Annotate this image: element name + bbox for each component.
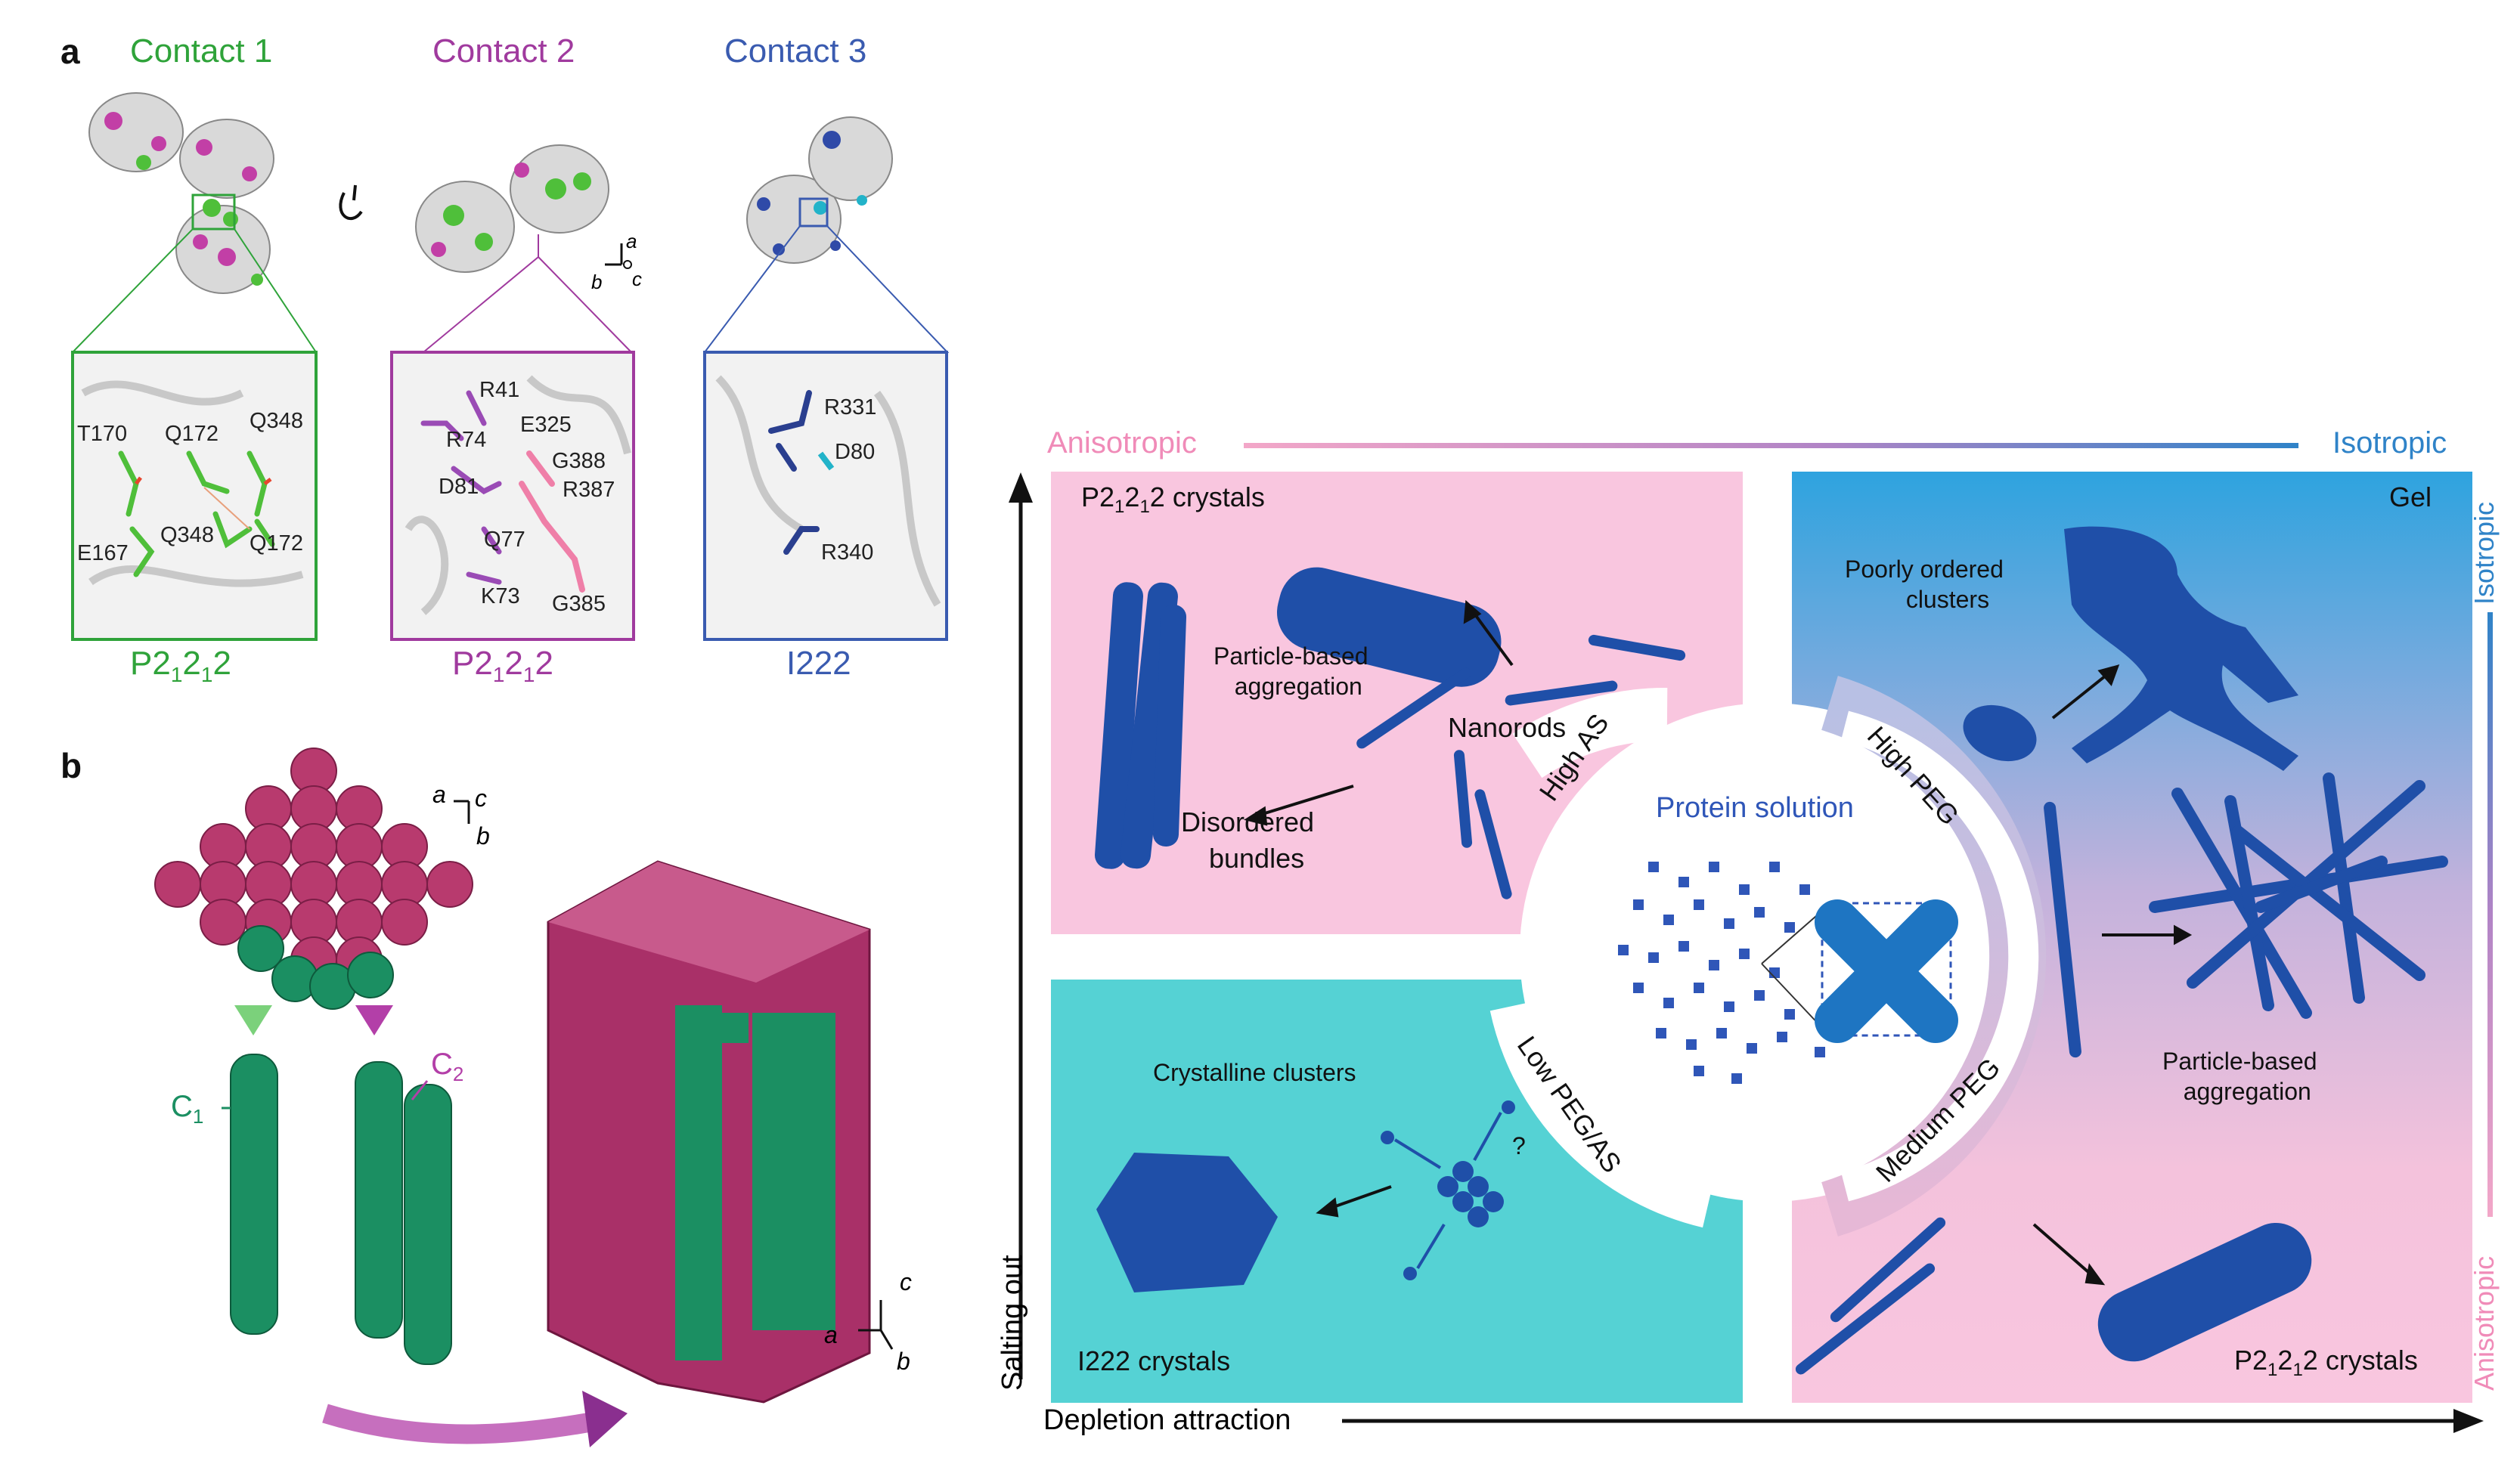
i222-crystals-label: I222 crystals: [1077, 1345, 1231, 1376]
residue-label: R41: [479, 378, 520, 402]
anisotropy-top-bar: [1244, 443, 2298, 448]
contact-2-protein-surface: [415, 144, 609, 273]
axis-label-c: c: [632, 268, 642, 290]
residue-label: R387: [563, 478, 615, 502]
panel-b-label: b: [60, 746, 82, 785]
question-mark: ?: [1512, 1132, 1526, 1159]
residue-label: R340: [821, 540, 874, 565]
residue-label: T170: [77, 422, 128, 446]
contact-3-title: Contact 3: [724, 33, 867, 70]
c1-label: C1: [171, 1090, 204, 1128]
residue-label: D81: [439, 475, 479, 499]
residue-label: Q172: [165, 422, 219, 446]
axis-label-a: a: [824, 1321, 838, 1348]
x-axis-label: Depletion attraction: [1043, 1404, 1291, 1436]
crystalline-clusters-label: Crystalline clusters: [1153, 1059, 1356, 1086]
axis-label-a: a: [626, 230, 637, 252]
space-group-contact-1: P21212: [130, 645, 231, 686]
contact-1-protein-surface: [88, 92, 274, 294]
residue-label: Q348: [250, 409, 303, 433]
residue-label: R331: [824, 395, 877, 419]
rods-high-as: [1095, 567, 1686, 899]
nanorods-label: Nanorods: [1448, 712, 1567, 743]
residue-label: Q172: [250, 531, 303, 556]
residue-label: Q77: [484, 528, 525, 552]
panel-a-label: a: [60, 32, 80, 71]
residue-label: R74: [446, 428, 487, 452]
top-axis-anisotropic: Anisotropic: [1047, 426, 1197, 460]
i222-crystal: [1096, 1153, 1278, 1292]
residue-label: Q348: [160, 523, 214, 547]
rods-peg: [1795, 526, 2448, 1375]
protein-dots: [1618, 862, 1833, 1084]
c2-label: C2: [431, 1048, 464, 1085]
residue-label: G388: [552, 449, 606, 473]
axis-label-b: b: [591, 271, 603, 293]
axis-label-c: c: [475, 785, 487, 812]
protein-solution-label: Protein solution: [1656, 792, 1854, 824]
residue-label: G385: [552, 592, 606, 616]
contact-3-protein-surface: [746, 116, 893, 264]
anisotropy-right-bar: [2487, 612, 2493, 1217]
space-group-contact-2: P21212: [452, 645, 553, 686]
p21212-crystals-right: P21212 crystals: [2234, 1345, 2418, 1381]
p21212-crystals-top-left: P21212 crystals: [1081, 481, 1265, 518]
axis-label-c: c: [900, 1268, 912, 1295]
residue-label: D80: [835, 440, 876, 464]
residue-label: K73: [481, 584, 520, 608]
axis-label-a: a: [432, 781, 446, 808]
residue-label: E167: [77, 541, 129, 565]
space-group-contact-3: I222: [786, 645, 851, 682]
residue-label: E325: [520, 413, 572, 437]
contact-1-title: Contact 1: [130, 33, 273, 70]
axis-label-b: b: [476, 822, 490, 850]
contact-2-title: Contact 2: [432, 33, 575, 70]
axis-label-b: b: [897, 1348, 910, 1375]
gel-label: Gel: [2389, 481, 2432, 512]
top-axis-isotropic: Isotropic: [2332, 426, 2447, 460]
